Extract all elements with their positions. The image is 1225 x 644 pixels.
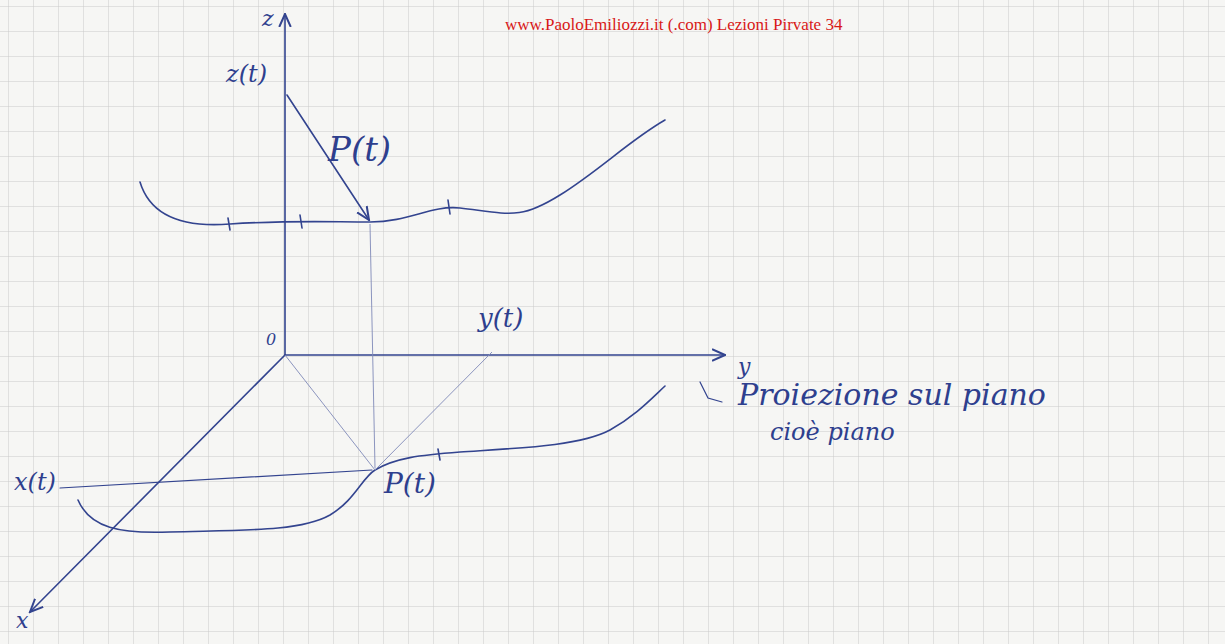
axis-label: z(t): [226, 62, 267, 86]
tick: [438, 449, 440, 460]
tick: [448, 200, 450, 214]
note-pointer: [700, 382, 722, 402]
axis-label: y: [738, 356, 750, 378]
axis-label: cioè piano: [770, 420, 895, 444]
space-curve: [140, 120, 665, 225]
axis-label: P(t): [328, 132, 391, 166]
projection-line: [60, 470, 372, 488]
tick: [228, 218, 230, 230]
projection-line: [370, 224, 375, 468]
axis-label: x: [16, 610, 28, 632]
axis-label: 0: [266, 332, 276, 348]
tick: [300, 215, 302, 228]
axis-label: x(t): [14, 470, 56, 494]
axis-label: z: [262, 8, 274, 30]
z-axis: [284, 14, 286, 355]
projection-line: [285, 355, 375, 470]
projection-curve: [78, 386, 665, 532]
y-axis: [285, 354, 725, 356]
watermark: www.PaoloEmiliozzi.it (.com) Lezioni Pir…: [505, 16, 842, 33]
axis-label: P(t): [384, 470, 436, 498]
projection-line: [375, 352, 492, 470]
axis-label: y(t): [478, 305, 523, 331]
axis-label: Proiezione sul piano: [738, 380, 1046, 410]
x-axis: [30, 355, 285, 612]
